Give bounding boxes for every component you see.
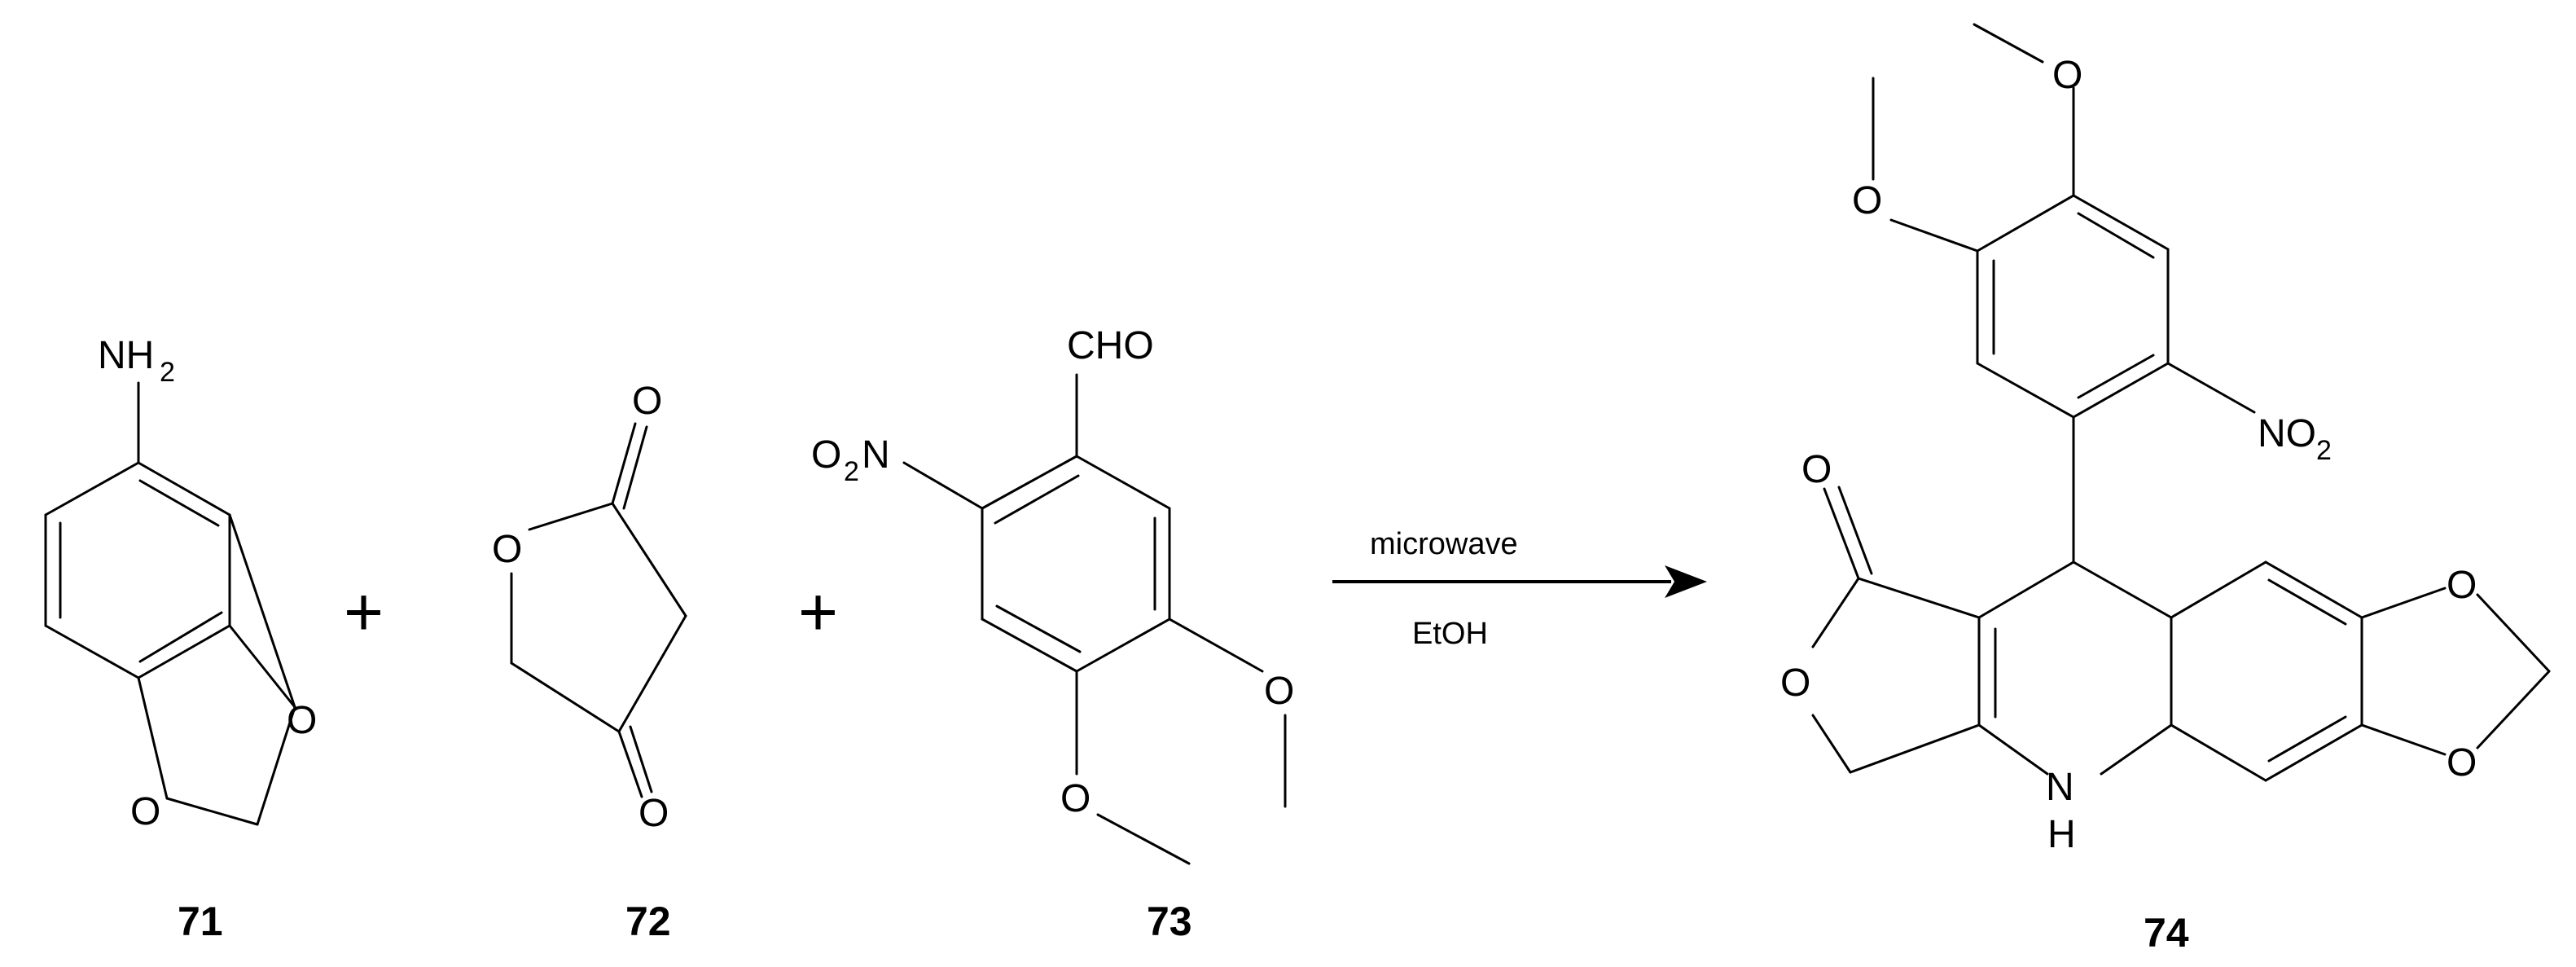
- ring-oxygen: O: [492, 528, 522, 571]
- compound-73-bonds: [902, 373, 1287, 865]
- nitro-subscript: 2: [2316, 435, 2332, 466]
- compound-71: NH 2 O O 71: [44, 334, 317, 944]
- methoxy-oxygen-2: O: [1852, 179, 1882, 222]
- plus-sign-1: +: [344, 574, 384, 650]
- methoxy-oxygen-1: O: [1264, 670, 1294, 713]
- compound-label-73: 73: [1147, 899, 1192, 944]
- amine-nitrogen: N: [2046, 766, 2074, 809]
- amine-group: NH: [98, 334, 154, 377]
- dioxole-oxygen-2: O: [2447, 741, 2477, 785]
- lactone-ring-oxygen: O: [1780, 662, 1810, 705]
- nitro-subscript: 2: [844, 456, 859, 487]
- compound-74: O O NO 2 O O O O N H 74: [1780, 23, 2551, 956]
- compound-72-bonds: [510, 422, 687, 798]
- methoxy-oxygen-2: O: [1060, 777, 1091, 820]
- compound-label-72: 72: [625, 899, 671, 944]
- aldehyde-group: CHO: [1067, 324, 1154, 367]
- compound-label-74: 74: [2144, 910, 2189, 956]
- carbonyl-oxygen-1: O: [632, 380, 662, 423]
- lactone-carbonyl-oxygen: O: [1801, 448, 1832, 491]
- reaction-arrow: [1332, 565, 1707, 598]
- amine-hydrogen: H: [2047, 813, 2076, 856]
- amine-subscript: 2: [160, 357, 175, 388]
- compound-71-bonds: [44, 381, 296, 826]
- dioxole-oxygen-1: O: [287, 699, 317, 742]
- plus-sign-2: +: [798, 574, 838, 650]
- condition-microwave: microwave: [1370, 527, 1518, 561]
- compound-label-71: 71: [178, 899, 223, 944]
- nitro-group: NO: [2258, 412, 2316, 455]
- nitro-nitrogen: N: [862, 433, 890, 477]
- compound-72: O O O 72: [492, 380, 687, 944]
- compound-73: CHO O 2 N O O 73: [811, 324, 1294, 944]
- condition-ethanol: EtOH: [1412, 617, 1488, 651]
- carbonyl-oxygen-2: O: [639, 792, 669, 835]
- methoxy-oxygen-1: O: [2052, 54, 2082, 97]
- dioxole-oxygen-1: O: [2447, 564, 2477, 607]
- nitro-oxygen: O: [811, 433, 841, 477]
- dioxole-oxygen-2: O: [130, 790, 160, 833]
- compound-74-bonds: [1811, 23, 2551, 782]
